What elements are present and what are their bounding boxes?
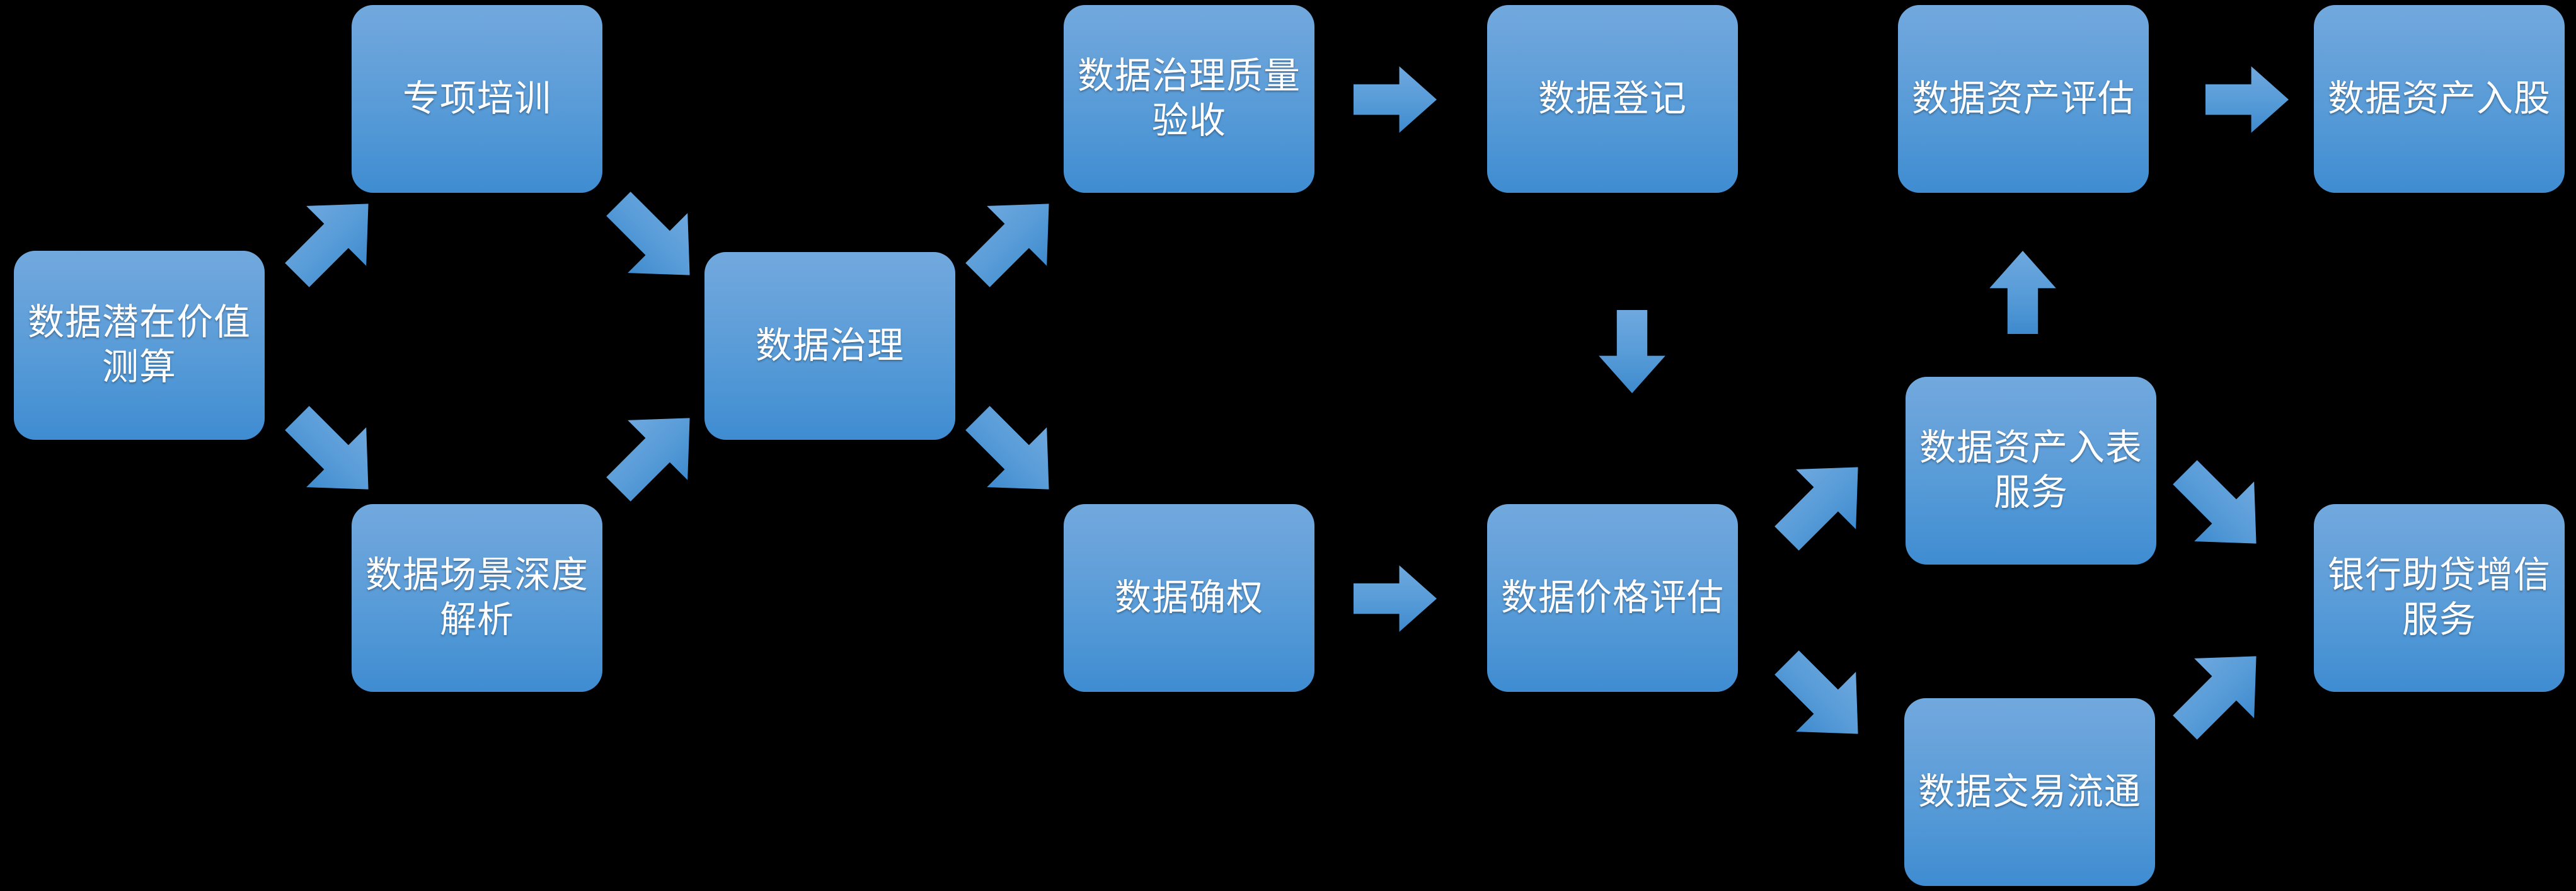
arrow-rights-to-pricing-icon <box>1354 564 1437 633</box>
arrow-scenario-to-governance-icon <box>583 382 725 525</box>
arrow-listing-to-bank-icon <box>2149 437 2292 579</box>
node-label: 数据治理质量验收 <box>1077 55 1301 141</box>
arrow-pricing-to-trading-icon <box>1751 627 1894 769</box>
arrow-listing-to-appraisal-icon <box>1988 251 2057 334</box>
arrow-value-to-scenario-icon <box>262 382 404 525</box>
node-label: 数据资产评估 <box>1911 78 2135 119</box>
arrow-appraisal-to-equity-icon <box>2205 65 2289 134</box>
arrow-governance-to-rights-icon <box>942 382 1084 525</box>
arrow-trading-to-bank-icon <box>2149 621 2292 763</box>
node-label: 银行助贷增信服务 <box>2327 555 2551 640</box>
node-data-asset-listing-service[interactable]: 数据资产入表服务 <box>1906 377 2156 565</box>
node-bank-loan-credit-service[interactable]: 银行助贷增信服务 <box>2314 504 2565 692</box>
node-data-governance[interactable]: 数据治理 <box>704 252 955 440</box>
arrow-governance-to-quality-icon <box>942 168 1084 311</box>
node-data-trading-circulation[interactable]: 数据交易流通 <box>1904 698 2155 886</box>
node-governance-quality-acceptance[interactable]: 数据治理质量验收 <box>1064 5 1314 193</box>
node-label: 数据资产入股 <box>2327 78 2551 119</box>
node-scenario-analysis[interactable]: 数据场景深度解析 <box>352 504 602 692</box>
node-label: 数据交易流通 <box>1918 771 2141 812</box>
node-label: 数据治理 <box>755 325 904 366</box>
node-label: 专项培训 <box>402 78 551 119</box>
node-special-training[interactable]: 专项培训 <box>352 5 602 193</box>
arrow-pricing-to-listing-icon <box>1751 432 1894 574</box>
arrow-quality-to-registration-icon <box>1354 65 1437 134</box>
arrow-training-to-governance-icon <box>583 168 725 311</box>
node-data-registration[interactable]: 数据登记 <box>1487 5 1738 193</box>
node-label: 数据场景深度解析 <box>365 555 589 640</box>
node-data-potential-value[interactable]: 数据潜在价值测算 <box>14 251 265 440</box>
node-data-asset-equity[interactable]: 数据资产入股 <box>2314 5 2565 193</box>
node-label: 数据资产入表服务 <box>1919 427 2142 513</box>
node-label: 数据登记 <box>1538 78 1687 119</box>
node-data-asset-appraisal[interactable]: 数据资产评估 <box>1898 5 2149 193</box>
arrow-registration-to-pricing-icon <box>1597 310 1667 393</box>
node-label: 数据价格评估 <box>1500 577 1724 618</box>
node-label: 数据潜在价值测算 <box>27 302 251 388</box>
node-data-price-evaluation[interactable]: 数据价格评估 <box>1487 504 1738 692</box>
node-data-rights-confirmation[interactable]: 数据确权 <box>1064 504 1314 692</box>
node-label: 数据确权 <box>1114 577 1263 618</box>
arrow-value-to-training-icon <box>262 168 404 311</box>
